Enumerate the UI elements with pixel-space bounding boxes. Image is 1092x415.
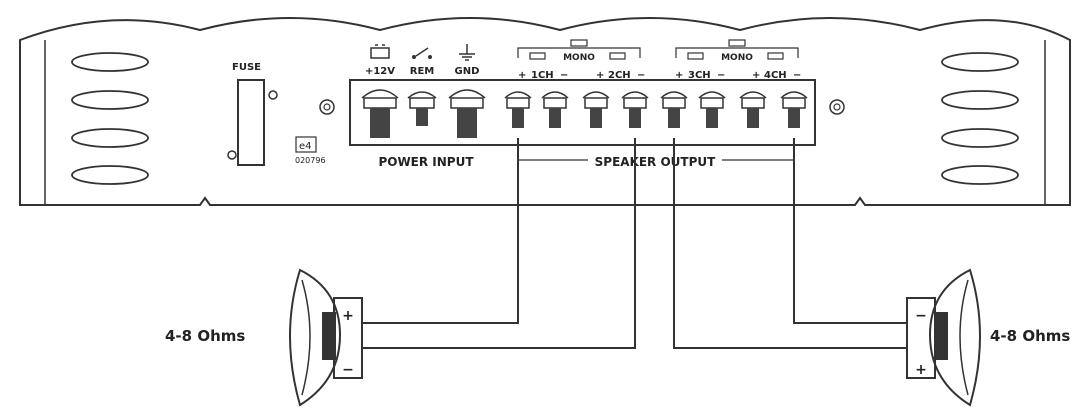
- mount-screw-right: [829, 99, 845, 115]
- channel-2-plus: +: [596, 70, 604, 81]
- amplifier-body: [19, 17, 1071, 206]
- battery-icon: [370, 44, 390, 59]
- channel-4-minus: −: [793, 70, 801, 81]
- channel-4-name: 4CH: [764, 70, 787, 81]
- left-vents: [71, 52, 149, 185]
- right-speaker-icon: [906, 268, 981, 407]
- cert-code-text: 020796: [295, 156, 326, 165]
- mono-label-3-4: MONO: [721, 53, 753, 63]
- channel-4-plus: +: [752, 70, 760, 81]
- mount-screw-left: [319, 99, 335, 115]
- channel-1-plus: +: [518, 70, 526, 81]
- ground-icon: [459, 44, 475, 61]
- speaker-terminal-2ch-minus: [621, 91, 649, 128]
- channel-3-plus: +: [675, 70, 683, 81]
- terminal-label-rem: REM: [410, 66, 435, 77]
- terminal-label-12v: +12V: [365, 66, 395, 77]
- speaker-terminal-1ch-plus: [504, 91, 532, 128]
- mono-label-1-2: MONO: [563, 53, 595, 63]
- terminal-label-gnd: GND: [455, 66, 480, 77]
- right-speaker-impedance: 4-8 Ohms: [990, 327, 1070, 345]
- right-speaker-negative: −: [915, 308, 927, 324]
- left-speaker-positive: +: [342, 308, 354, 324]
- speaker-terminal-1ch-minus: [541, 91, 569, 128]
- speaker-terminal-3ch-minus: [698, 91, 726, 128]
- wire-2ch-minus: [362, 138, 636, 349]
- right-vents: [941, 52, 1019, 185]
- right-speaker-positive: +: [915, 362, 927, 378]
- power-terminal-gnd: [448, 89, 486, 138]
- channel-1-name: 1CH: [531, 70, 554, 81]
- fuse: FUSE: [227, 62, 278, 166]
- fuse-label: FUSE: [232, 62, 261, 73]
- channel-2-minus: −: [637, 70, 645, 81]
- left-speaker-negative: −: [342, 362, 354, 378]
- channel-3-minus: −: [717, 70, 725, 81]
- bridge-bracket-1-2: [517, 39, 641, 60]
- power-terminal-12v: [361, 89, 399, 138]
- speaker-terminal-3ch-plus: [660, 91, 688, 128]
- speaker-terminal-2ch-plus: [582, 91, 610, 128]
- power-terminal-rem: [407, 91, 437, 126]
- wire-3ch-plus: [673, 138, 907, 349]
- wire-1ch-plus: [362, 138, 519, 324]
- remote-switch-icon: [412, 47, 432, 59]
- left-speaker-icon: [289, 268, 363, 407]
- bridge-bracket-3-4: [675, 39, 799, 60]
- cert-mark-text: e4: [299, 141, 312, 152]
- certification-mark: e4 020796: [295, 136, 326, 165]
- wire-4ch-minus: [793, 138, 907, 324]
- channel-1-minus: −: [560, 70, 568, 81]
- power-input-label: POWER INPUT: [378, 155, 474, 169]
- terminal-block: [349, 79, 816, 146]
- wires: [362, 138, 907, 349]
- left-speaker-impedance: 4-8 Ohms: [165, 327, 245, 345]
- channel-3-name: 3CH: [688, 70, 711, 81]
- speaker-output-label: SPEAKER OUTPUT: [595, 155, 717, 169]
- speaker-terminal-4ch-plus: [739, 91, 767, 128]
- channel-2-name: 2CH: [608, 70, 631, 81]
- speaker-terminal-4ch-minus: [780, 91, 808, 128]
